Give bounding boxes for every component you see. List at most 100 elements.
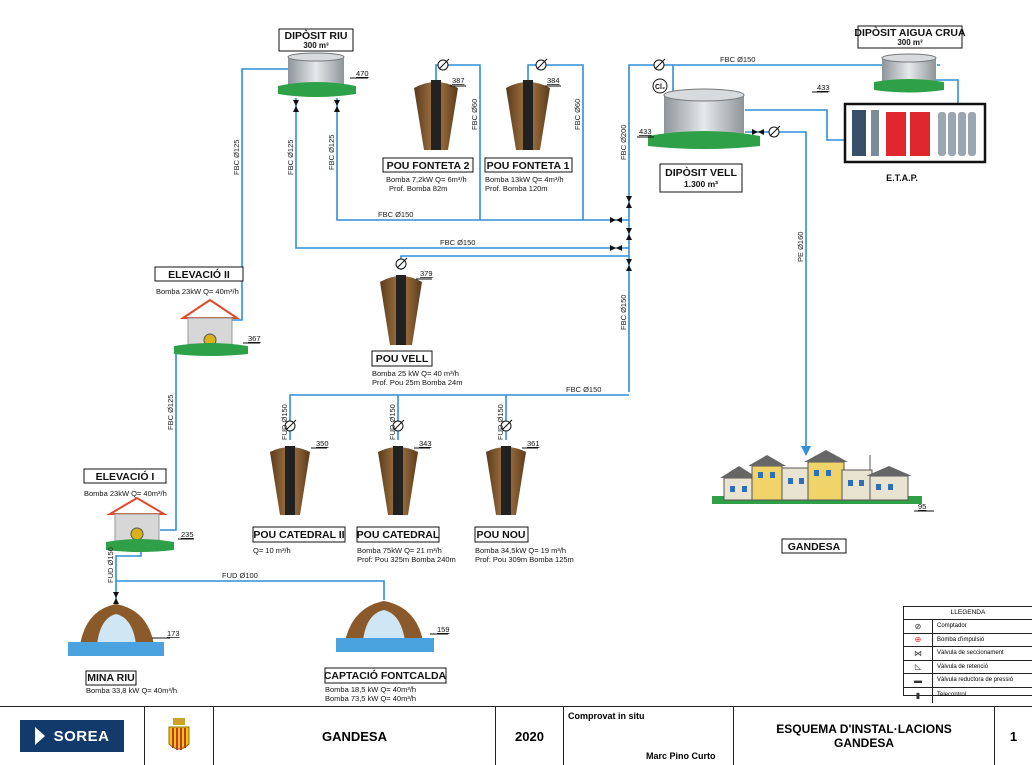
svg-text:Bomba 34,5kW Q= 19 m³/h: Bomba 34,5kW Q= 19 m³/h — [475, 546, 566, 555]
valves — [113, 100, 764, 604]
svg-text:433: 433 — [817, 83, 830, 92]
section-valve-icon — [752, 129, 758, 135]
svg-text:FBC Ø150: FBC Ø150 — [619, 295, 628, 330]
telecontrol-icon: ▮ — [904, 687, 933, 703]
well-vell-name: POU VELL — [376, 353, 429, 365]
gandesa-name: GANDESA — [788, 541, 841, 553]
sorea-logo: SOREA — [20, 720, 124, 752]
svg-text:367: 367 — [248, 334, 261, 343]
tank-riu: DIPÒSIT RIU 300 m³ 470 — [278, 28, 369, 97]
legend-row: ⋈ Vàlvula de seccionament — [904, 647, 1032, 661]
svg-text:FBC Ø60: FBC Ø60 — [470, 99, 479, 130]
meter-icon — [284, 419, 297, 432]
well-nou: 361 POU NOU Bomba 34,5kW Q= 19 m³/h Prof… — [474, 439, 574, 564]
svg-text:95: 95 — [918, 502, 926, 511]
svg-text:1.300 m³: 1.300 m³ — [684, 179, 718, 189]
meter-icon — [768, 125, 781, 138]
svg-text:FBC Ø150: FBC Ø150 — [566, 385, 601, 394]
check-valve-icon: ◺ — [904, 660, 933, 673]
svg-text:300 m³: 300 m³ — [303, 41, 329, 50]
checked-by: Marc Pino Curto — [646, 751, 716, 761]
svg-text:Q= 10 m³/h: Q= 10 m³/h — [253, 546, 291, 555]
svg-text:379: 379 — [420, 269, 433, 278]
drawing-title-line2: GANDESA — [833, 736, 894, 750]
section-valve-icon — [610, 217, 616, 223]
section-valve-icon — [293, 100, 299, 106]
meter-icon — [535, 58, 548, 71]
svg-text:343: 343 — [419, 439, 432, 448]
meter-icon — [395, 257, 408, 270]
meter-icon — [437, 58, 450, 71]
section-valve-icon — [626, 196, 632, 202]
svg-text:235: 235 — [181, 530, 194, 539]
svg-text:Bomba 75kW Q= 21 m³/h: Bomba 75kW Q= 21 m³/h — [357, 546, 442, 555]
pump-icon: ⊕ — [904, 633, 933, 646]
svg-text:387: 387 — [452, 76, 465, 85]
svg-text:159: 159 — [437, 625, 450, 634]
tank-vell-title: DIPÒSIT VELL — [665, 166, 737, 179]
svg-text:FBC Ø125: FBC Ø125 — [327, 135, 336, 170]
legend-row: ⊕ Bomba d'impulsió — [904, 633, 1032, 647]
coat-of-arms-cell — [145, 707, 214, 765]
mina-riu: 173 MINA RIU Bomba 33,8 kW Q= 40m³/h — [68, 604, 180, 695]
tank-aigua-crua: DIPÒSIT AIGUA CRUA 300 m³ — [854, 25, 966, 93]
svg-text:Bomba 23kW Q= 40m³/h: Bomba 23kW Q= 40m³/h — [84, 489, 167, 498]
captacio-fontcalda: 159 CAPTACIÓ FONTCALDA Bomba 18,5 kW Q= … — [324, 601, 450, 703]
legend-row: ⊘ Comptador — [904, 620, 1032, 634]
svg-text:FUD Ø150: FUD Ø150 — [106, 547, 115, 583]
company-cell: SOREA — [0, 707, 145, 765]
svg-text:DIPÒSIT AIGUA CRUA: DIPÒSIT AIGUA CRUA — [854, 26, 966, 39]
svg-text:Bomba 23kW Q= 40m³/h: Bomba 23kW Q= 40m³/h — [156, 287, 239, 296]
elevacio-1: ELEVACIÓ I Bomba 23kW Q= 40m³/h 235 — [83, 468, 194, 552]
svg-text:FUD Ø100: FUD Ø100 — [222, 571, 258, 580]
svg-text:FBC Ø125: FBC Ø125 — [232, 140, 241, 175]
meter-icon: ⊘ — [904, 620, 933, 633]
svg-text:PE Ø160: PE Ø160 — [796, 232, 805, 262]
svg-text:Bomba 73,5 kW Q= 40m³/h: Bomba 73,5 kW Q= 40m³/h — [325, 694, 416, 703]
svg-text:FUD Ø150: FUD Ø150 — [496, 404, 505, 440]
tank-riu-title: DIPÒSIT RIU — [284, 29, 347, 42]
svg-text:Prof: Pou 325m Bomba 240m: Prof: Pou 325m Bomba 240m — [357, 555, 456, 564]
drawing-title-cell: ESQUEMA D'INSTAL·LACIONS GANDESA — [734, 707, 995, 765]
svg-text:433: 433 — [639, 127, 652, 136]
svg-text:FBC Ø150: FBC Ø150 — [720, 55, 755, 64]
chlorine-label: Cl₂ — [655, 84, 665, 91]
svg-text:384: 384 — [547, 76, 560, 85]
legend-title: LLEGENDA — [904, 607, 1032, 620]
svg-text:Prof. Bomba 82m: Prof. Bomba 82m — [389, 184, 447, 193]
meter-icon — [392, 419, 405, 432]
svg-text:FUD Ø150: FUD Ø150 — [388, 404, 397, 440]
section-valve-icon — [334, 100, 340, 106]
svg-text:Bomba 25 kW Q= 40 m³/h: Bomba 25 kW Q= 40 m³/h — [372, 369, 459, 378]
title-block: SOREA GANDESA 2020 Comprovat in situ Mar… — [0, 706, 1032, 765]
town-cell: GANDESA — [214, 707, 496, 765]
svg-text:Bomba 18,5 kW Q= 40m³/h: Bomba 18,5 kW Q= 40m³/h — [325, 685, 416, 694]
section-valve-icon: ⋈ — [904, 647, 933, 660]
legend-row: ▬ Vàlvula reductora de pressió — [904, 674, 1032, 688]
well-fonteta-2-name: POU FONTETA 2 — [387, 160, 470, 172]
svg-text:Bomba 7,2kW Q= 6m³/h: Bomba 7,2kW Q= 6m³/h — [386, 175, 467, 184]
svg-text:FUD Ø150: FUD Ø150 — [280, 404, 289, 440]
svg-text:Bomba 33,8 kW Q= 40m³/h: Bomba 33,8 kW Q= 40m³/h — [86, 686, 177, 695]
well-nou-name: POU NOU — [476, 529, 525, 541]
meter-icon — [500, 419, 513, 432]
elevacio-1-name: ELEVACIÓ I — [96, 470, 155, 483]
well-catedral-name: POU CATEDRAL — [357, 529, 440, 541]
checked-cell: Comprovat in situ Marc Pino Curto — [564, 707, 734, 765]
legend-row: ◺ Vàlvula de retenció — [904, 660, 1032, 674]
well-fonteta-2: 387 POU FONTETA 2 Bomba 7,2kW Q= 6m³/h P… — [382, 76, 474, 193]
well-catedral: 343 POU CATEDRAL Bomba 75kW Q= 21 m³/h P… — [356, 439, 456, 564]
svg-text:Bomba 13kW Q= 4m³/h: Bomba 13kW Q= 4m³/h — [485, 175, 564, 184]
mina-riu-name: MINA RIU — [87, 672, 134, 684]
well-fonteta-1-name: POU FONTETA 1 — [487, 160, 570, 172]
page-number-cell: 1 — [1009, 728, 1018, 744]
section-valve-icon — [610, 245, 616, 251]
captacio-fontcalda-name: CAPTACIÓ FONTCALDA — [324, 669, 447, 682]
etap-label: E.T.A.P. — [886, 173, 918, 183]
drawing-title-line1: ESQUEMA D'INSTAL·LACIONS — [776, 722, 952, 736]
gandesa-town: 95 GANDESA — [712, 450, 934, 554]
elevacio-2-name: ELEVACIÓ II — [168, 268, 230, 281]
section-valve-icon — [113, 592, 119, 598]
meters — [284, 58, 781, 432]
